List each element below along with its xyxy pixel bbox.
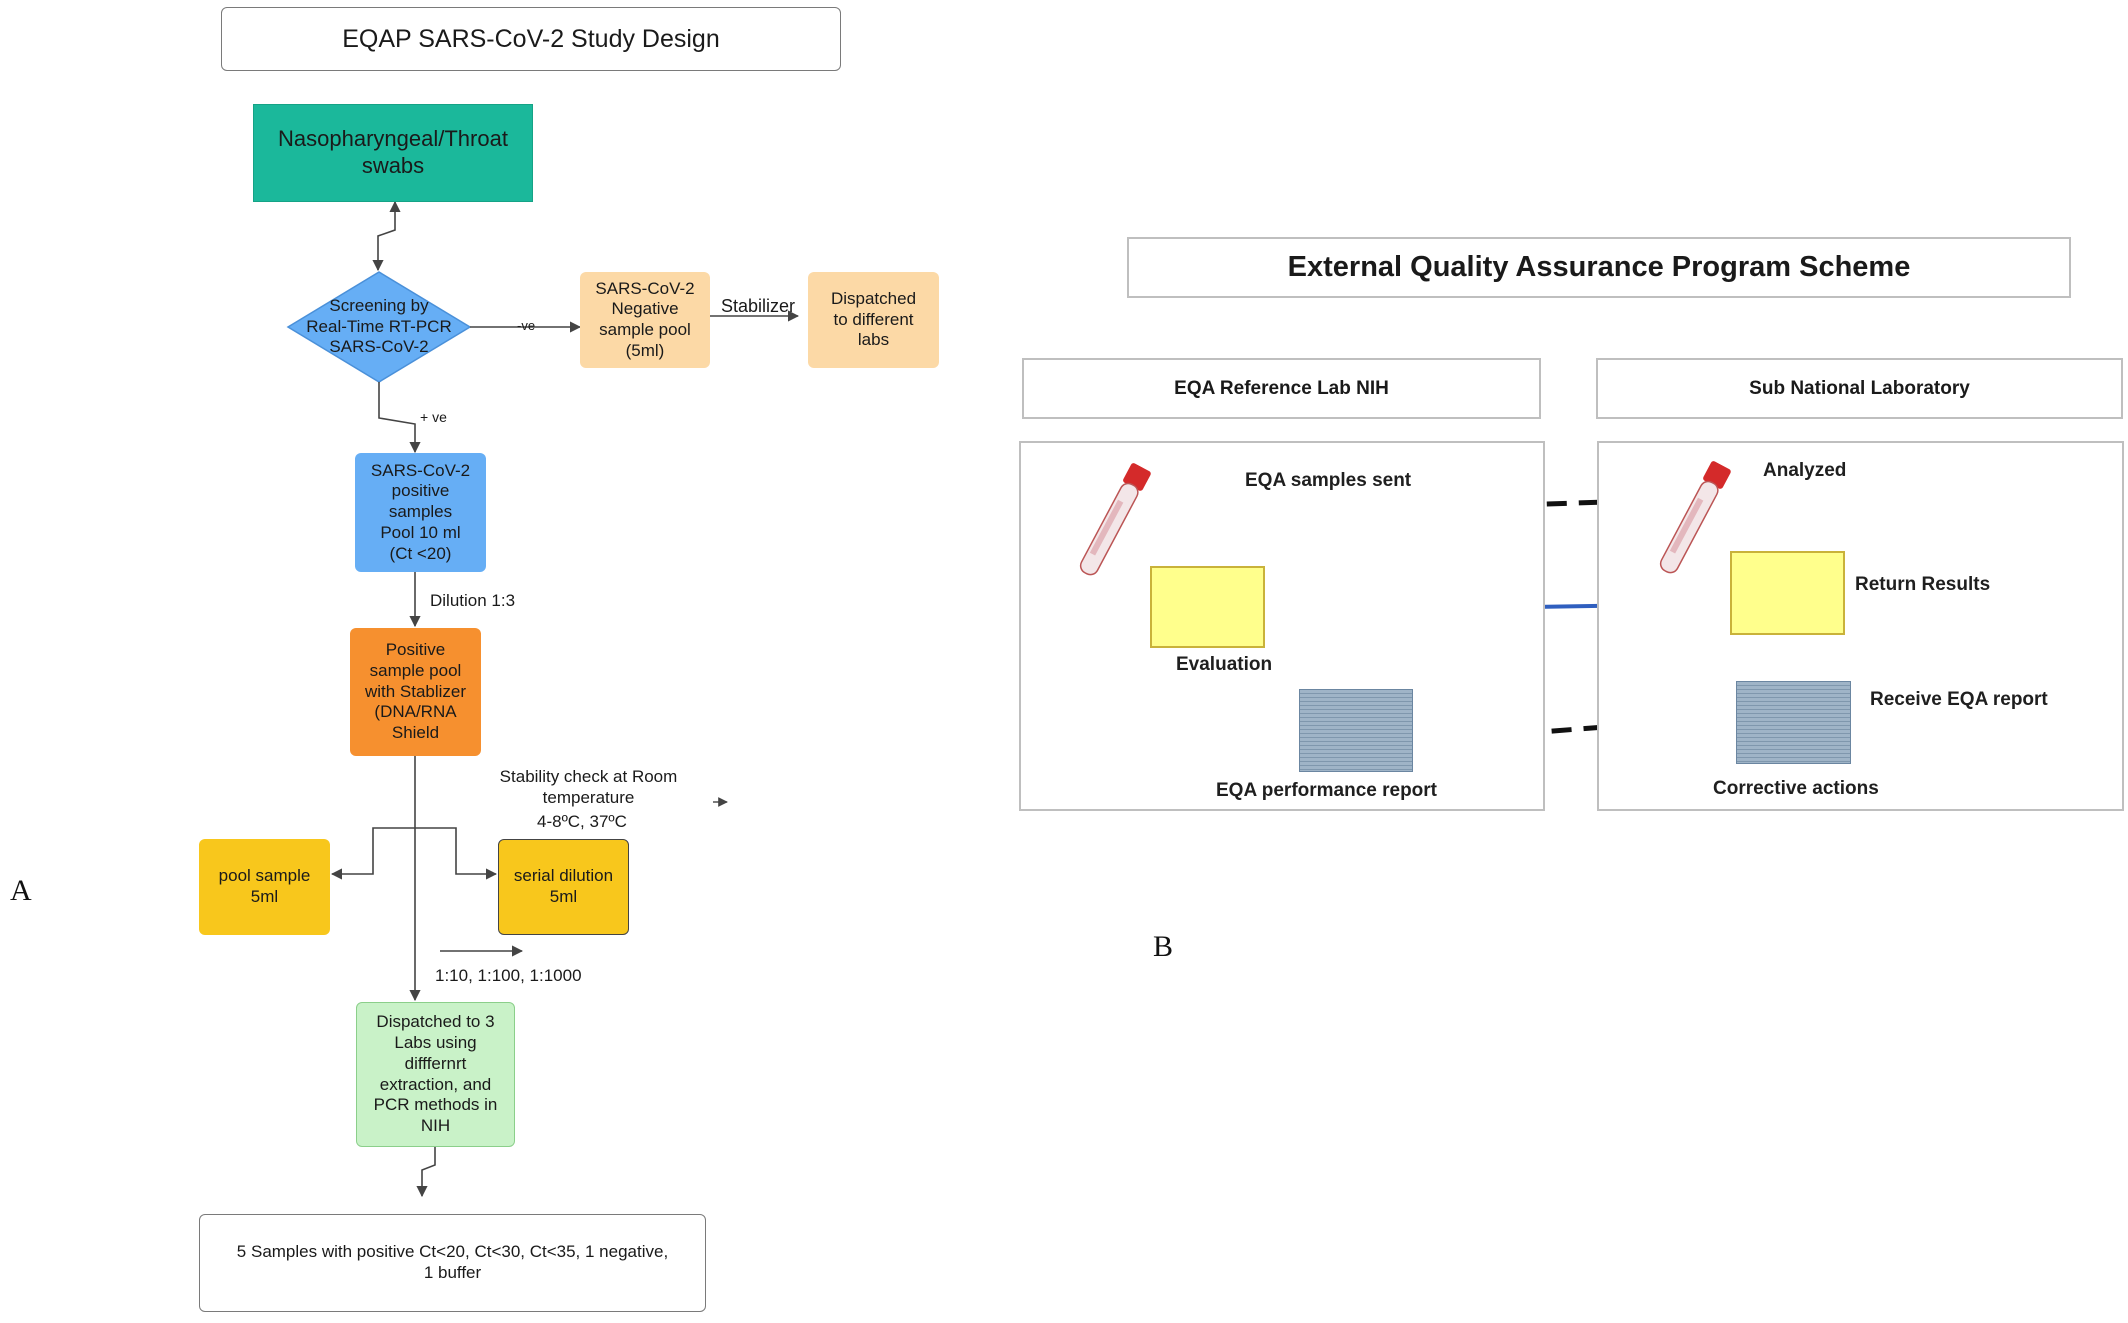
- stabilizer-pool-node: Positive sample pool with Stablizer (DNA…: [350, 628, 481, 756]
- serial-dilution-node: serial dilution 5ml: [498, 839, 629, 935]
- panel-a-letter: A: [10, 874, 32, 907]
- evaluation-label: Evaluation: [1176, 654, 1273, 675]
- neg-edge-label: -ve: [517, 318, 536, 333]
- performance-report-square: [1299, 689, 1413, 772]
- edge-dispatched-3-to-final: [416, 1147, 436, 1198]
- dilution-label: Dilution 1:3: [430, 591, 516, 610]
- stability-temps-label: 4-8ºC, 37ºC: [537, 812, 627, 831]
- edge-branch-to-pool-sample: [330, 827, 415, 880]
- receive-report-label: Receive EQA report: [1870, 689, 2048, 710]
- return-results-square: [1730, 551, 1845, 635]
- sub-lab-panel: [1597, 441, 2124, 811]
- stabilizer-label: Stabilizer: [721, 296, 796, 316]
- dispatched-labs-node: Dispatched to different labs: [808, 272, 939, 368]
- sub-lab-header: Sub National Laboratory: [1596, 358, 2123, 419]
- corrective-actions-label: Corrective actions: [1713, 778, 1879, 799]
- return-results-label: Return Results: [1855, 574, 1991, 595]
- pool-sample-node: pool sample 5ml: [199, 839, 330, 935]
- screening-node: Screening by Real-Time RT-PCR SARS-CoV-2: [306, 295, 452, 357]
- negative-pool-node: SARS-CoV-2 Negative sample pool (5ml): [580, 272, 710, 368]
- panel-a-title: EQAP SARS-CoV-2 Study Design: [221, 7, 841, 71]
- receive-report-square: [1736, 681, 1851, 764]
- ref-lab-header: EQA Reference Lab NIH: [1022, 358, 1541, 419]
- performance-report-label: EQA performance report: [1216, 780, 1438, 801]
- test-tube-icon-sent: [1079, 463, 1151, 576]
- samples-sent-label: EQA samples sent: [1245, 470, 1412, 491]
- swabs-node: Nasopharyngeal/Throat swabs: [253, 104, 533, 202]
- positive-pool-node: SARS-CoV-2 positive samples Pool 10 ml (…: [355, 453, 486, 572]
- test-tube-icon-received: [1659, 461, 1731, 574]
- analyzed-label: Analyzed: [1763, 460, 1847, 481]
- edge-swabs-to-screening: [372, 200, 401, 272]
- panel-b-title: External Quality Assurance Program Schem…: [1127, 237, 2071, 298]
- evaluation-square: [1150, 566, 1265, 648]
- final-samples-node: 5 Samples with positive Ct<20, Ct<30, Ct…: [199, 1214, 706, 1312]
- pos-edge-label: + ve: [420, 409, 447, 425]
- dispatched-3-labs-node: Dispatched to 3 Labs using difffernrt ex…: [356, 1002, 515, 1147]
- edge-branch-to-serial-dilution: [415, 827, 498, 880]
- dilution-series-label: 1:10, 1:100, 1:1000: [435, 966, 582, 985]
- stability-check-label: Stability check at Room temperature: [499, 767, 678, 808]
- edge-screening-to-positive: [378, 382, 421, 454]
- panel-b-letter: B: [1153, 930, 1174, 963]
- ref-lab-panel: [1019, 441, 1545, 811]
